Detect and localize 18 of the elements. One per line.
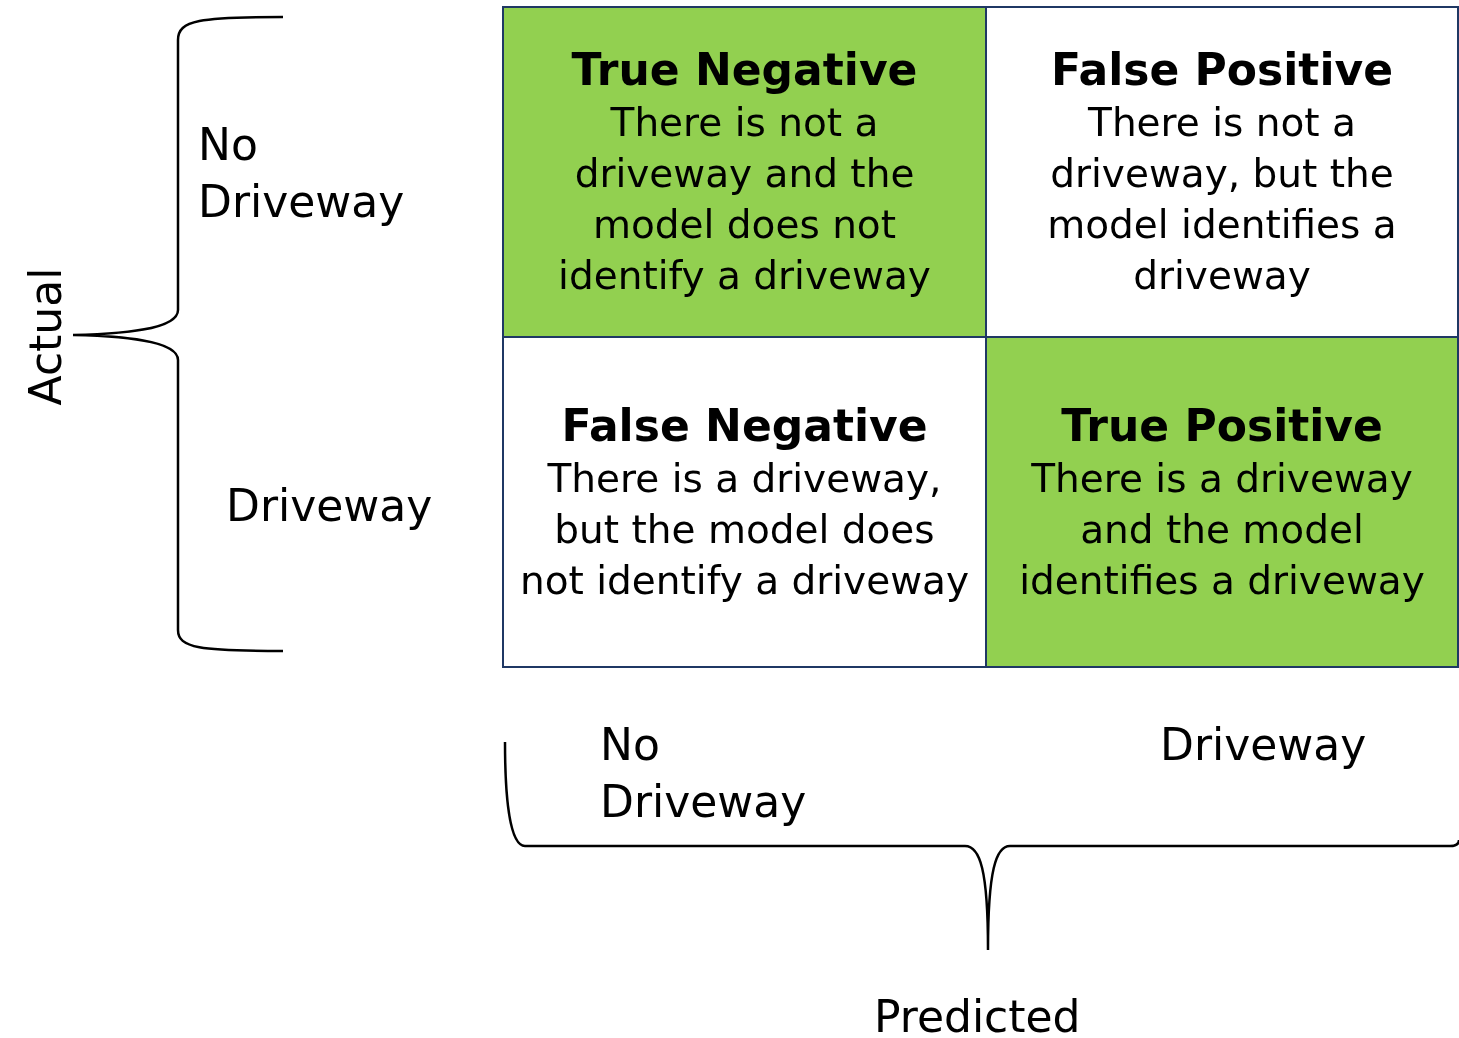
axis-label: Driveway	[226, 479, 434, 533]
axis-title: Actual	[18, 266, 72, 408]
cell-text: There is a driveway and the model identifies a driveway	[1018, 454, 1426, 605]
axis-label: Driveway	[1160, 718, 1368, 772]
matrix-cell	[985, 336, 1459, 668]
axis-label: No Driveway	[600, 718, 808, 829]
axis-label: No Driveway	[198, 118, 406, 229]
cell-text: There is not a driveway and the model does not identify a driveway	[557, 99, 932, 300]
matrix-cell	[985, 6, 1459, 338]
cell-heading: False Positive	[1051, 43, 1393, 97]
cell-heading: True Positive	[1061, 398, 1383, 453]
matrix-cell	[502, 6, 987, 338]
cell-heading: True Negative	[571, 43, 918, 97]
cell-heading: False Negative	[561, 398, 928, 453]
cell-text: There is not a driveway, but the model identifies a driveway	[1046, 99, 1398, 300]
axis-title: Predicted	[874, 990, 1082, 1038]
cell-text: There is a driveway, but the model does not identify a driveway	[518, 454, 971, 605]
matrix-cell	[502, 336, 987, 668]
